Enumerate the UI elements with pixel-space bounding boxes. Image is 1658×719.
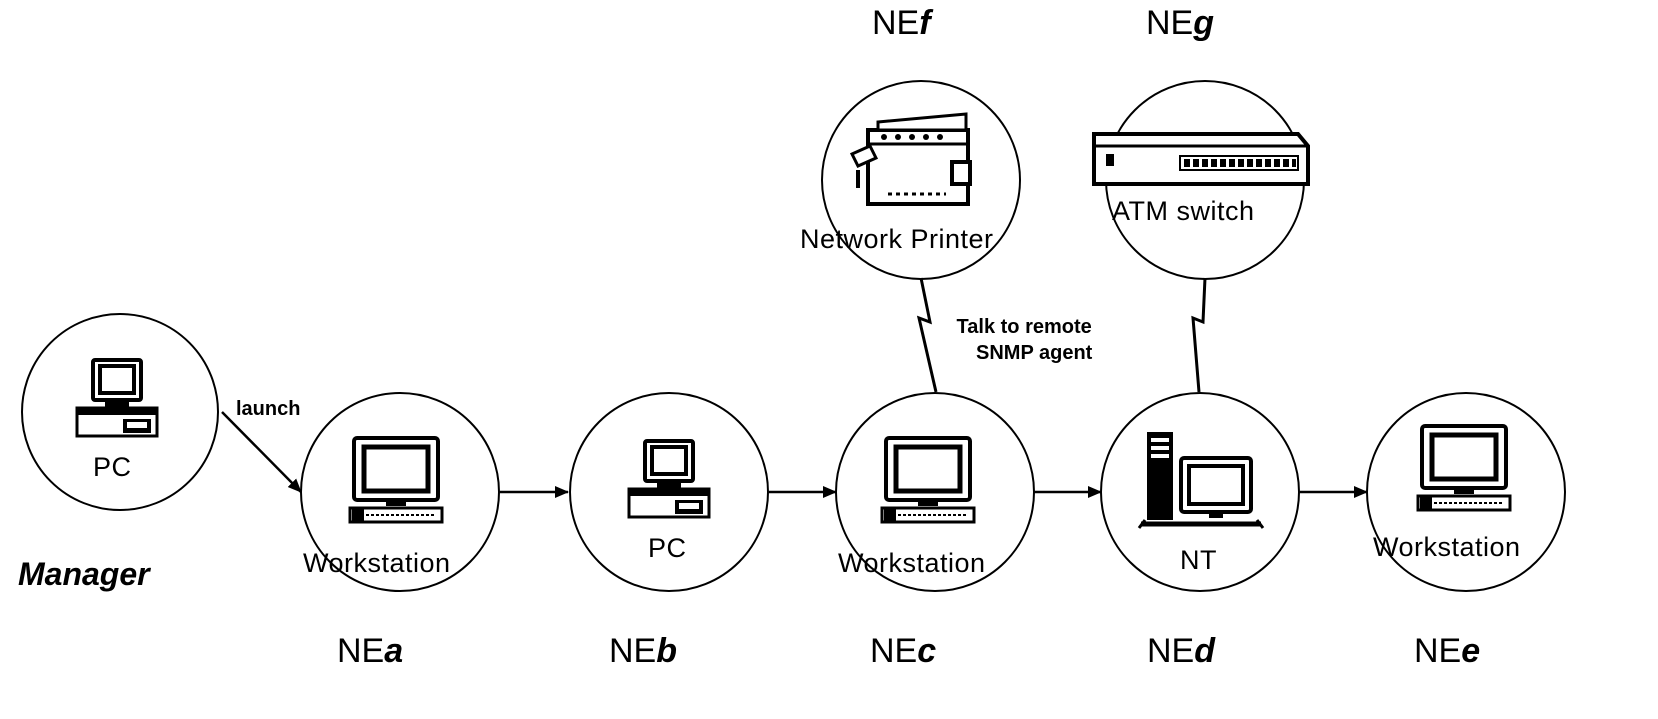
pc-icon [627, 439, 711, 519]
ne-label-a: NEa [337, 632, 404, 670]
manager-title: Manager [18, 556, 150, 592]
nt-server-icon [1139, 432, 1263, 528]
pc-icon [75, 358, 159, 438]
node-d-device-label: NT [1180, 545, 1217, 575]
launch-arrow [221, 411, 302, 493]
node-f-device-label: Network Printer [800, 224, 994, 254]
node-b-device-label: PC [648, 533, 687, 563]
ne-label-c: NEc [870, 632, 937, 670]
workstation-icon [882, 438, 974, 522]
node-circle-c [835, 392, 1035, 592]
snmp-annotation-line2: SNMP agent [976, 342, 1093, 364]
node-circle-a [300, 392, 500, 592]
node-circle-d [1100, 392, 1300, 592]
node-g-device-label: ATM switch [1112, 196, 1255, 226]
workstation-icon [1418, 426, 1510, 510]
ne-label-b: NEb [609, 632, 678, 670]
node-circle-f [821, 80, 1021, 280]
node-circle-manager [21, 313, 219, 511]
ne-label-e: NEe [1414, 632, 1481, 670]
wireless-link-c-f [916, 277, 938, 393]
atm-switch-icon [1094, 134, 1308, 184]
node-e-device-label: Workstation [1373, 532, 1521, 562]
ne-label-d: NEd [1147, 632, 1216, 670]
network-printer-icon [850, 112, 972, 206]
manager-device-label: PC [93, 452, 132, 482]
snmp-annotation: Talk to remote SNMP agent [956, 314, 1093, 366]
node-c-device-label: Workstation [838, 548, 986, 578]
workstation-icon [350, 438, 442, 522]
launch-label: launch [236, 398, 301, 420]
wireless-link-d-g [1191, 277, 1207, 393]
ne-label-f: NEf [872, 4, 931, 42]
node-circle-b [569, 392, 769, 592]
node-a-device-label: Workstation [303, 548, 451, 578]
snmp-annotation-line1: Talk to remote [956, 316, 1092, 338]
ne-label-g: NEg [1146, 4, 1215, 42]
node-circle-e [1366, 392, 1566, 592]
